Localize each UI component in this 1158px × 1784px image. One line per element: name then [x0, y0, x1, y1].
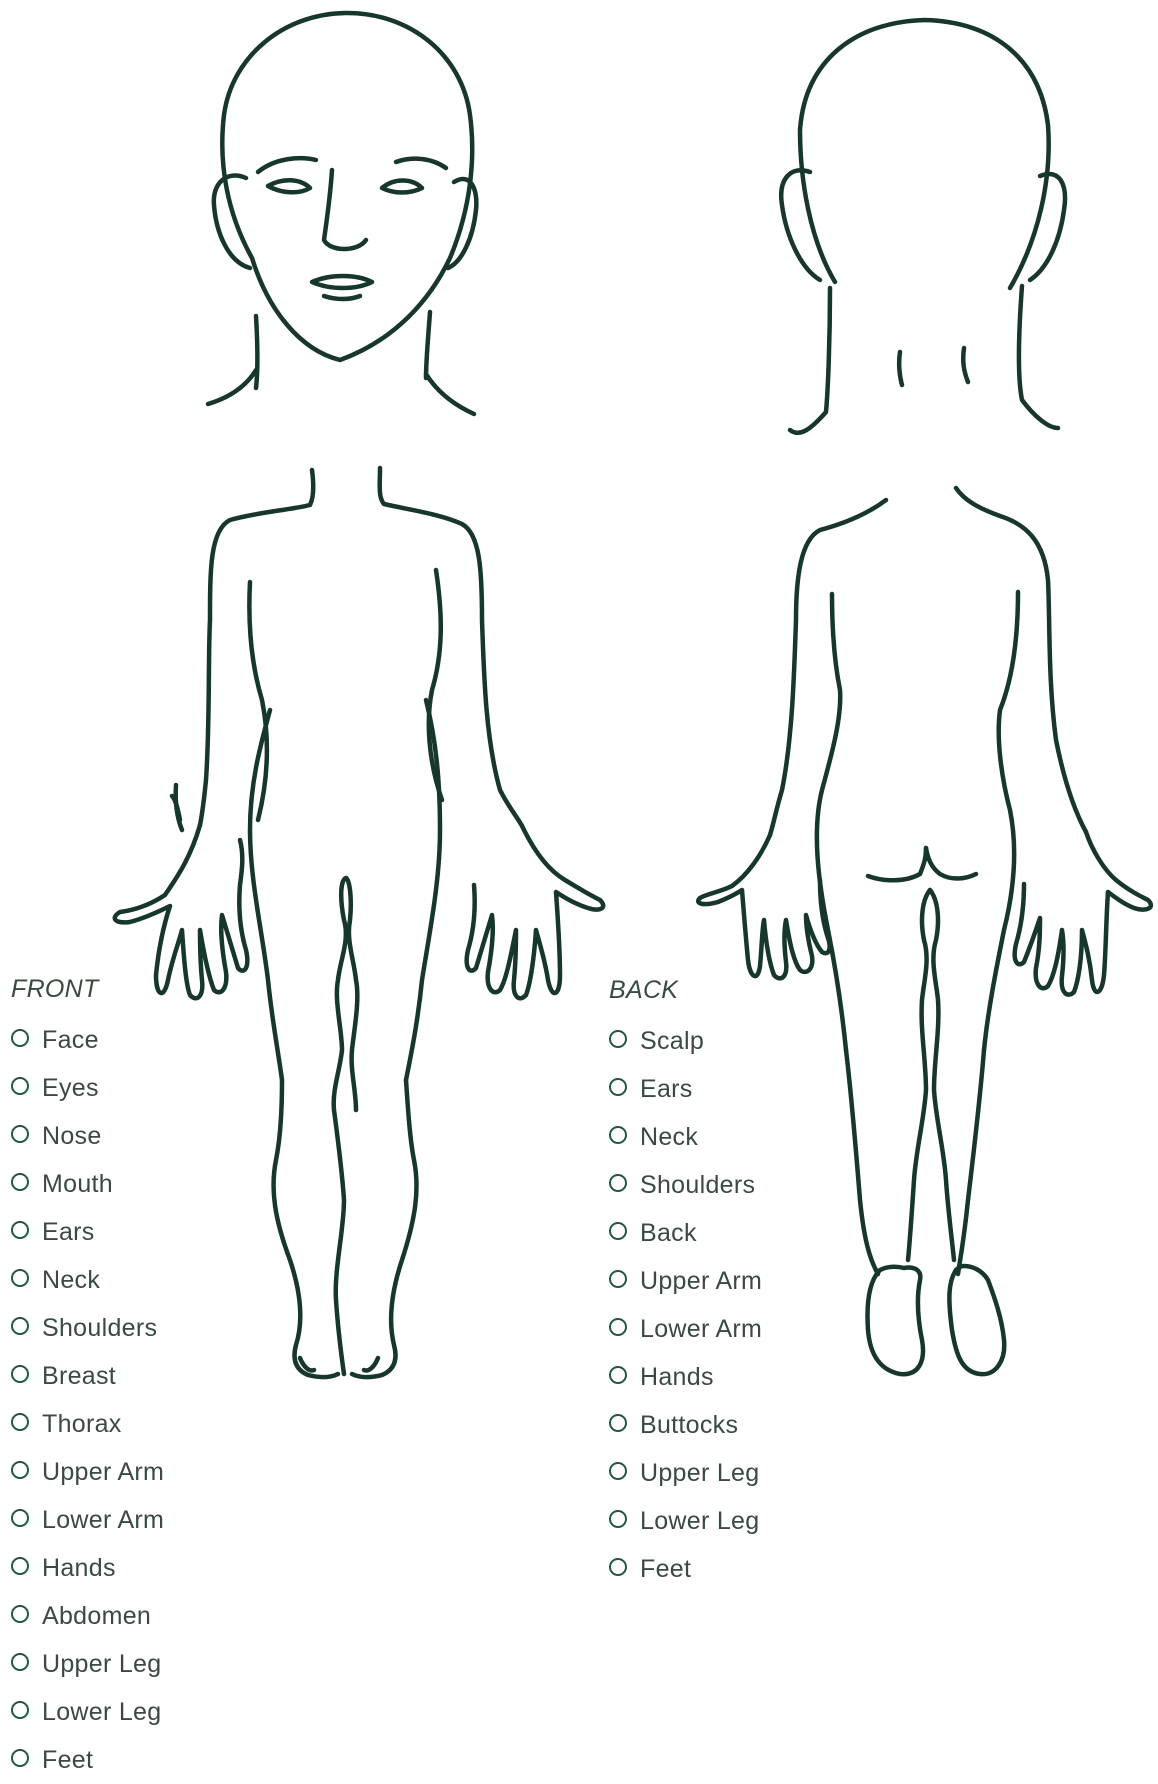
front-option-label: Neck	[42, 1266, 100, 1295]
front-radio-upper-leg[interactable]	[11, 1653, 29, 1671]
back-option-feet[interactable]: Feet	[609, 1545, 762, 1593]
front-option-abdomen[interactable]: Abdomen	[11, 1592, 164, 1640]
back-radio-neck[interactable]	[609, 1126, 627, 1144]
front-option-nose[interactable]: Nose	[11, 1112, 164, 1160]
front-option-label: Eyes	[42, 1074, 99, 1103]
front-option-feet[interactable]: Feet	[11, 1736, 164, 1784]
front-option-upper-leg[interactable]: Upper Leg	[11, 1640, 164, 1688]
front-option-label: Upper Arm	[42, 1458, 164, 1487]
front-option-lower-arm[interactable]: Lower Arm	[11, 1496, 164, 1544]
back-radio-scalp[interactable]	[609, 1030, 627, 1048]
front-option-face[interactable]: Face	[11, 1016, 164, 1064]
back-option-label: Ears	[640, 1075, 693, 1104]
back-option-back[interactable]: Back	[609, 1209, 762, 1257]
front-radio-hands[interactable]	[11, 1557, 29, 1575]
front-option-label: Face	[42, 1026, 99, 1055]
back-radio-upper-leg[interactable]	[609, 1462, 627, 1480]
front-option-label: Nose	[42, 1122, 102, 1151]
front-option-label: Lower Arm	[42, 1506, 164, 1535]
front-option-upper-arm[interactable]: Upper Arm	[11, 1448, 164, 1496]
back-option-label: Lower Leg	[640, 1507, 759, 1536]
front-option-label: Lower Leg	[42, 1698, 161, 1727]
back-option-label: Scalp	[640, 1027, 704, 1056]
front-radio-lower-arm[interactable]	[11, 1509, 29, 1527]
back-option-label: Neck	[640, 1123, 698, 1152]
back-radio-shoulders[interactable]	[609, 1174, 627, 1192]
front-radio-mouth[interactable]	[11, 1173, 29, 1191]
front-option-label: Mouth	[42, 1170, 113, 1199]
front-option-shoulders[interactable]: Shoulders	[11, 1304, 164, 1352]
front-option-ears[interactable]: Ears	[11, 1208, 164, 1256]
front-heading: FRONT	[11, 972, 164, 1006]
back-option-lower-leg[interactable]: Lower Leg	[609, 1497, 762, 1545]
back-option-label: Hands	[640, 1363, 714, 1392]
back-radio-lower-leg[interactable]	[609, 1510, 627, 1528]
front-radio-face[interactable]	[11, 1029, 29, 1047]
front-radio-neck[interactable]	[11, 1269, 29, 1287]
front-radio-shoulders[interactable]	[11, 1317, 29, 1335]
back-body-outline	[698, 488, 1151, 1374]
front-option-label: Hands	[42, 1554, 116, 1583]
back-option-label: Shoulders	[640, 1171, 755, 1200]
back-option-shoulders[interactable]: Shoulders	[609, 1161, 762, 1209]
back-radio-upper-arm[interactable]	[609, 1270, 627, 1288]
front-radio-nose[interactable]	[11, 1125, 29, 1143]
back-option-label: Upper Arm	[640, 1267, 762, 1296]
back-heading: BACK	[609, 973, 762, 1007]
front-option-lower-leg[interactable]: Lower Leg	[11, 1688, 164, 1736]
back-option-label: Buttocks	[640, 1411, 738, 1440]
back-radio-back[interactable]	[609, 1222, 627, 1240]
back-radio-lower-arm[interactable]	[609, 1318, 627, 1336]
front-radio-breast[interactable]	[11, 1365, 29, 1383]
back-option-label: Upper Leg	[640, 1459, 759, 1488]
front-radio-abdomen[interactable]	[11, 1605, 29, 1623]
front-radio-eyes[interactable]	[11, 1077, 29, 1095]
front-option-thorax[interactable]: Thorax	[11, 1400, 164, 1448]
front-option-hands[interactable]: Hands	[11, 1544, 164, 1592]
front-radio-upper-arm[interactable]	[11, 1461, 29, 1479]
back-option-lower-arm[interactable]: Lower Arm	[609, 1305, 762, 1353]
front-option-label: Shoulders	[42, 1314, 157, 1343]
back-radio-hands[interactable]	[609, 1366, 627, 1384]
back-option-ears[interactable]: Ears	[609, 1065, 762, 1113]
front-radio-feet[interactable]	[11, 1749, 29, 1767]
back-option-buttocks[interactable]: Buttocks	[609, 1401, 762, 1449]
back-option-label: Feet	[640, 1555, 691, 1584]
back-option-neck[interactable]: Neck	[609, 1113, 762, 1161]
front-option-label: Thorax	[42, 1410, 122, 1439]
front-body-outline	[115, 468, 603, 1377]
front-head-outline	[208, 13, 476, 414]
front-option-eyes[interactable]: Eyes	[11, 1064, 164, 1112]
back-option-scalp[interactable]: Scalp	[609, 1017, 762, 1065]
front-option-label: Feet	[42, 1746, 93, 1775]
back-radio-buttocks[interactable]	[609, 1414, 627, 1432]
front-option-label: Upper Leg	[42, 1650, 161, 1679]
front-radio-ears[interactable]	[11, 1221, 29, 1239]
back-option-upper-leg[interactable]: Upper Leg	[609, 1449, 762, 1497]
front-option-label: Breast	[42, 1362, 116, 1391]
back-option-hands[interactable]: Hands	[609, 1353, 762, 1401]
back-option-label: Lower Arm	[640, 1315, 762, 1344]
back-head-outline	[781, 20, 1065, 433]
back-option-upper-arm[interactable]: Upper Arm	[609, 1257, 762, 1305]
front-option-label: Abdomen	[42, 1602, 151, 1631]
back-radio-feet[interactable]	[609, 1558, 627, 1576]
front-option-label: Ears	[42, 1218, 95, 1247]
front-radio-thorax[interactable]	[11, 1413, 29, 1431]
front-radio-lower-leg[interactable]	[11, 1701, 29, 1719]
front-option-breast[interactable]: Breast	[11, 1352, 164, 1400]
back-option-label: Back	[640, 1219, 697, 1248]
back-radio-ears[interactable]	[609, 1078, 627, 1096]
front-option-mouth[interactable]: Mouth	[11, 1160, 164, 1208]
front-option-neck[interactable]: Neck	[11, 1256, 164, 1304]
